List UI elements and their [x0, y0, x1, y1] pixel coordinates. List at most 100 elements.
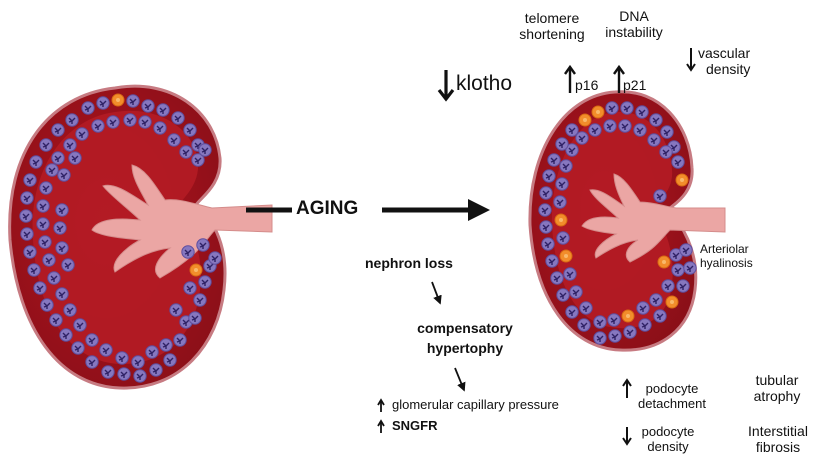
glomerulus: [649, 293, 663, 307]
sclerotic-glomerulus: [665, 295, 679, 309]
glomerulus: [653, 309, 667, 323]
interstitial-line-1: Interstitial: [748, 423, 808, 439]
glomerulus: [123, 113, 137, 127]
glomerulus: [553, 195, 567, 209]
vascular-line-2: density: [706, 61, 751, 78]
glomerulus: [556, 288, 570, 302]
nephron-loss-label: nephron loss: [365, 255, 453, 271]
glomerulus: [659, 145, 673, 159]
glomerulus: [569, 285, 583, 299]
glomerulus: [55, 287, 69, 301]
glomerulus: [539, 220, 553, 234]
glomerulus: [36, 199, 50, 213]
glomerulus: [20, 191, 34, 205]
glomerulus: [51, 123, 65, 137]
podocyte-density-down-arrow-head: [622, 437, 632, 446]
glomerulus: [608, 329, 622, 343]
podocyte-density-line-2: density: [647, 438, 689, 454]
glomerular-pressure-label: glomerular capillary pressure: [392, 397, 559, 412]
glomerulus: [607, 313, 621, 327]
glomerulus: [179, 145, 193, 159]
glomerulus: [676, 279, 690, 293]
glomerulus: [188, 311, 202, 325]
glomerulus: [636, 301, 650, 315]
glomerulus: [181, 245, 195, 259]
interstitial-fibrosis-label: Interstitial fibrosis: [738, 423, 818, 455]
glomerulus: [683, 261, 697, 275]
sclerotic-glomerulus: [657, 255, 671, 269]
glomerulus: [47, 271, 61, 285]
tubular-atrophy-label: tubular atrophy: [740, 372, 814, 404]
glomerulus: [68, 151, 82, 165]
glomerulus: [40, 298, 54, 312]
glomerulus: [538, 203, 552, 217]
sngfr-up-arrow-head: [377, 419, 385, 427]
sclerotic-glomerulus: [621, 309, 635, 323]
glomerulus: [603, 119, 617, 133]
glomerulus: [138, 115, 152, 129]
glomerulus: [42, 253, 56, 267]
glomerulus: [23, 173, 37, 187]
sclerotic-glomerulus: [675, 173, 689, 187]
glomerulus: [53, 221, 67, 235]
glomerulus: [545, 254, 559, 268]
glomerulus: [71, 341, 85, 355]
glomerulus: [638, 318, 652, 332]
glomerulus: [671, 155, 685, 169]
glomerulus: [541, 237, 555, 251]
glomerulus: [647, 133, 661, 147]
glomerulus: [660, 125, 674, 139]
vascular-down-arrow-head: [686, 63, 696, 72]
flow-arrow-1: [431, 281, 442, 305]
glomerulus: [555, 137, 569, 151]
glomerulus: [635, 105, 649, 119]
p21-up-arrow-head: [613, 64, 625, 75]
klotho-label: klotho: [456, 72, 513, 95]
glomerulus: [51, 151, 65, 165]
glomerulus: [163, 353, 177, 367]
glomerulus: [171, 111, 185, 125]
glomerulus: [45, 163, 59, 177]
glomerulus: [159, 338, 173, 352]
glomerulus: [633, 123, 647, 137]
glomerulus: [653, 189, 667, 203]
glomerulus: [65, 113, 79, 127]
glomerulus: [550, 271, 564, 285]
glomerulus: [593, 315, 607, 329]
sclerotic-glomerulus: [578, 113, 592, 127]
glomerulus: [555, 177, 569, 191]
p16-label: p16: [575, 77, 599, 93]
glomerulus: [193, 293, 207, 307]
dna-line-2: instability: [605, 24, 663, 41]
arteriolar-line-2: hyalinosis: [700, 255, 753, 270]
dna-instability-label: DNA instability: [594, 8, 674, 40]
glomerulus: [29, 155, 43, 169]
vascular-line-1: vascular: [698, 45, 751, 61]
glomerulus: [115, 351, 129, 365]
glomerulus: [649, 113, 663, 127]
sclerotic-glomerulus: [559, 249, 573, 263]
glomerulus: [156, 103, 170, 117]
glomerulus: [196, 238, 210, 252]
glomerulus: [126, 94, 140, 108]
glomerulus: [19, 209, 33, 223]
glomerulus: [141, 99, 155, 113]
dna-line-1: DNA: [619, 8, 649, 24]
glomerulus: [539, 186, 553, 200]
glomerulus: [579, 301, 593, 315]
glomerulus: [542, 169, 556, 183]
glomerulus: [73, 318, 87, 332]
glomerulus: [623, 325, 637, 339]
sclerotic-glomerulus: [189, 263, 203, 277]
glomerulus: [173, 333, 187, 347]
glomerulus: [57, 168, 71, 182]
glomerulus: [556, 231, 570, 245]
glomerulus: [85, 333, 99, 347]
glomerulus: [563, 267, 577, 281]
p16-up-arrow-head: [564, 64, 576, 75]
arteriolar-hyalinosis-label: Arteriolar hyalinosis: [700, 242, 753, 271]
aging-arrow-head: [468, 199, 490, 221]
glomerulus: [91, 119, 105, 133]
glomerulus: [149, 363, 163, 377]
glomerulus: [620, 101, 634, 115]
